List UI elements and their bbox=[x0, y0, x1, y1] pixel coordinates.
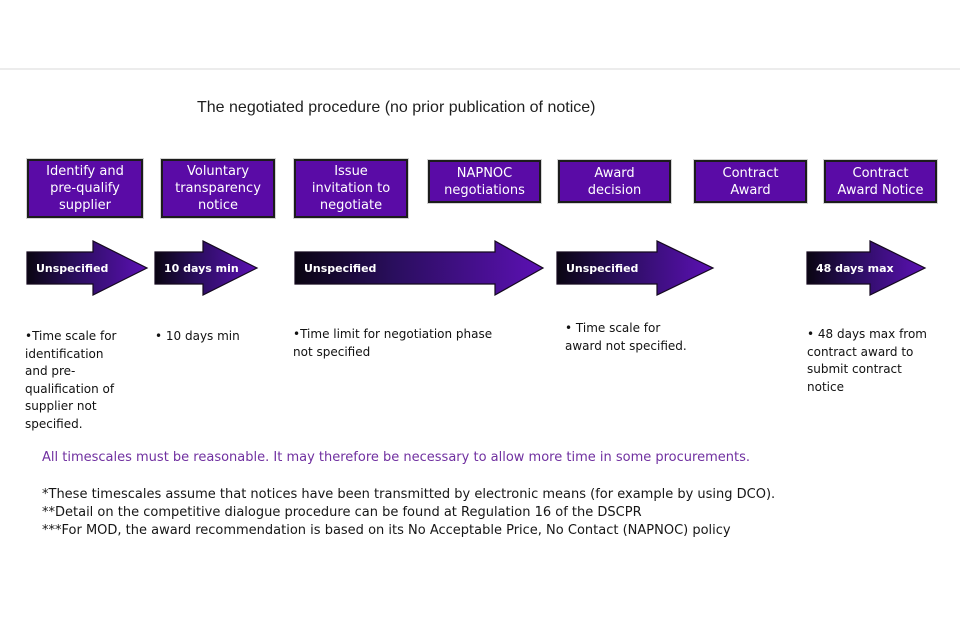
arrow-duration-label: Unspecified bbox=[36, 261, 109, 275]
arrow-right-icon bbox=[154, 240, 259, 296]
stage-box-voluntary-transparency: Voluntary transparency notice bbox=[161, 159, 275, 218]
stage-label: Issue invitation to negotiate bbox=[311, 164, 391, 213]
footnote-electronic-means: *These timescales assume that notices ha… bbox=[42, 487, 776, 502]
footnotes: *These timescales assume that notices ha… bbox=[42, 486, 942, 540]
arrow-duration-label: 10 days min bbox=[164, 261, 239, 275]
stage-label: Identify and pre-qualify supplier bbox=[46, 164, 124, 213]
stage-label: Award decision bbox=[587, 165, 642, 198]
arrow-right-icon bbox=[556, 240, 715, 296]
arrow-right-icon bbox=[26, 240, 149, 296]
arrow-right-icon bbox=[294, 239, 545, 297]
timescale-note-5: • 48 days max from contract award to sub… bbox=[807, 327, 927, 394]
timescale-note-1: •Time scale for identification and pre- … bbox=[25, 329, 117, 431]
page-title: The negotiated procedure (no prior publi… bbox=[197, 99, 596, 116]
stage-label: NAPNOC negotiations bbox=[444, 165, 525, 198]
header-divider bbox=[0, 68, 960, 70]
arrow-duration-label: 48 days max bbox=[816, 261, 894, 275]
footnote-napnoc-policy: ***For MOD, the award recommendation is … bbox=[42, 523, 731, 538]
timescale-note-2: • 10 days min bbox=[155, 329, 240, 343]
arrow-duration-label: Unspecified bbox=[566, 261, 639, 275]
timescale-arrow-4: Unspecified bbox=[556, 240, 715, 296]
stage-box-award-decision: Award decision bbox=[558, 160, 671, 203]
timescale-arrow-1: Unspecified bbox=[26, 240, 149, 296]
timescale-arrow-5: 48 days max bbox=[806, 240, 927, 296]
stage-label: Contract Award bbox=[722, 165, 779, 198]
stage-box-contract-award: Contract Award bbox=[694, 160, 807, 203]
stage-box-issue-invitation: Issue invitation to negotiate bbox=[294, 159, 408, 218]
stage-box-napnoc-negotiations: NAPNOC negotiations bbox=[428, 160, 541, 203]
stage-box-identify-supplier: Identify and pre-qualify supplier bbox=[27, 159, 143, 218]
footnote-regulation-16: **Detail on the competitive dialogue pro… bbox=[42, 505, 642, 520]
stage-label: Contract Award Notice bbox=[837, 165, 924, 198]
timescale-note-4: • Time scale for award not specified. bbox=[565, 321, 687, 353]
timescale-note-3: •Time limit for negotiation phase not sp… bbox=[293, 327, 493, 359]
arrow-right-icon bbox=[806, 240, 927, 296]
stage-label: Voluntary transparency notice bbox=[175, 164, 261, 213]
timescale-arrow-3: Unspecified bbox=[294, 239, 545, 297]
arrow-duration-label: Unspecified bbox=[304, 261, 377, 275]
timescales-highlight-note: All timescales must be reasonable. It ma… bbox=[42, 450, 750, 465]
stage-box-contract-award-notice: Contract Award Notice bbox=[824, 160, 937, 203]
timescale-arrow-2: 10 days min bbox=[154, 240, 259, 296]
